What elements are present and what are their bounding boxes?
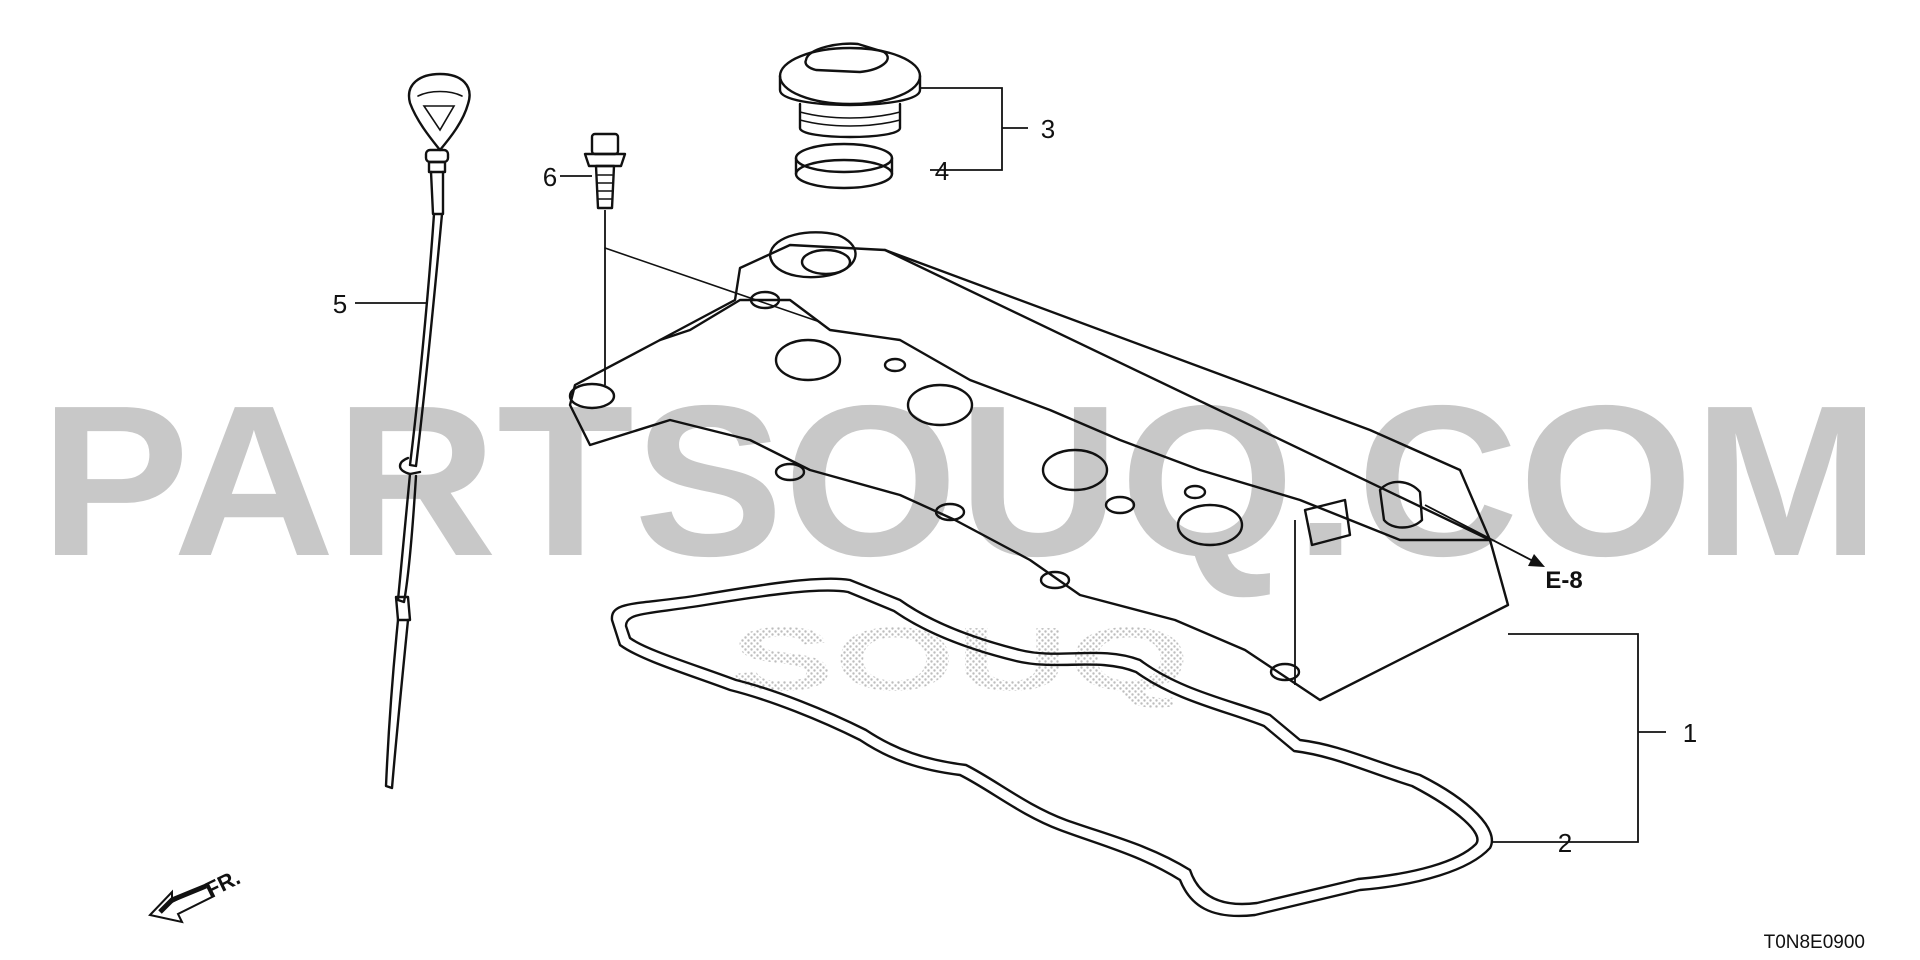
front-direction-arrow-icon: [148, 882, 216, 924]
leader-lines: [355, 87, 1666, 843]
watermark-text: PARTSOUQ.COM: [40, 360, 1880, 601]
cap-seal-ring-icon: [794, 142, 894, 190]
watermark: PARTSOUQ.COM SOUQ: [40, 360, 1880, 710]
oil-filler-cap-icon: [778, 42, 922, 139]
callout-4[interactable]: 4: [935, 156, 949, 186]
ref-arrow-e8: [1424, 504, 1545, 567]
callout-3[interactable]: 3: [1041, 114, 1055, 144]
cylinder-head-cover-icon: [568, 231, 1510, 702]
callout-1[interactable]: 1: [1683, 718, 1697, 748]
ref-label-e8[interactable]: E-8: [1545, 567, 1582, 594]
flange-bolt-icon: [583, 132, 821, 385]
oil-dipstick-icon: [384, 72, 471, 790]
callout-5[interactable]: 5: [333, 289, 347, 319]
callout-2[interactable]: 2: [1558, 828, 1572, 858]
diagram-reference-code: T0N8E0900: [1764, 932, 1865, 953]
head-cover-gasket-icon: [610, 577, 1493, 918]
watermark-subtext: SOUQ: [730, 610, 1190, 710]
callout-6[interactable]: 6: [543, 162, 557, 192]
